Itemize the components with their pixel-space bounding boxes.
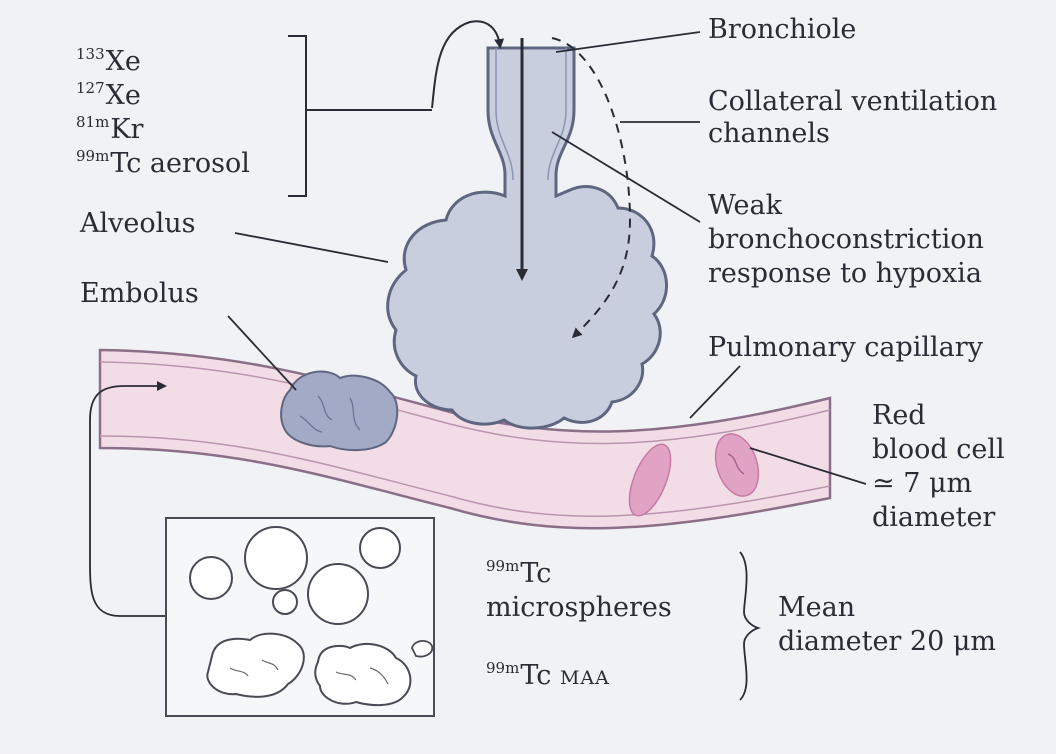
collateral-label-line1: Collateral ventilation — [708, 86, 997, 118]
capillary-leader — [690, 366, 740, 418]
weak-label-line1: Weak — [708, 190, 782, 222]
weak-label-line2: bronchoconstriction — [708, 224, 984, 256]
tracer-xe-127: 127Xe — [76, 80, 141, 112]
tracer-bracket — [288, 36, 432, 196]
rbc-label-line3: ≃ 7 μm — [872, 468, 972, 500]
embolus-label: Embolus — [80, 278, 199, 310]
weak-label-line3: response to hypoxia — [708, 258, 982, 290]
tracer-xe-133: 133Xe — [76, 46, 141, 78]
alveolus-label: Alveolus — [80, 208, 196, 240]
tracer-kr-81m: 81mKr — [76, 114, 143, 146]
microsphere — [273, 590, 297, 614]
microsphere — [360, 528, 400, 568]
capillary-label: Pulmonary capillary — [708, 332, 983, 364]
tracer-tc-aerosol: 99mTc aerosol — [76, 148, 250, 180]
rbc-label-line1: Red — [872, 400, 926, 432]
mean-diameter-brace — [740, 552, 758, 700]
rbc-label-line4: diameter — [872, 502, 995, 534]
microspheres-label-line2: microspheres — [486, 592, 672, 624]
microsphere — [308, 564, 368, 624]
microsphere — [190, 557, 232, 599]
maa-particle — [412, 641, 432, 657]
alveolus-bronchiole — [388, 48, 667, 428]
microsphere — [245, 527, 307, 589]
microspheres-label-line1: 99mTc — [486, 558, 551, 590]
rbc-label-line2: blood cell — [872, 434, 1005, 466]
mean-diameter-label-line1: Mean — [778, 592, 855, 624]
alveolus-leader — [235, 233, 388, 262]
bronchiole-label: Bronchiole — [708, 14, 856, 46]
bronchiole-leader — [556, 32, 700, 52]
maa-label: 99mTc MAA — [486, 660, 610, 692]
collateral-label-line2: channels — [708, 118, 830, 150]
particle-inset-box — [166, 518, 434, 716]
mean-diameter-label-line2: diameter 20 μm — [778, 626, 996, 658]
embolus-clot — [281, 372, 397, 451]
